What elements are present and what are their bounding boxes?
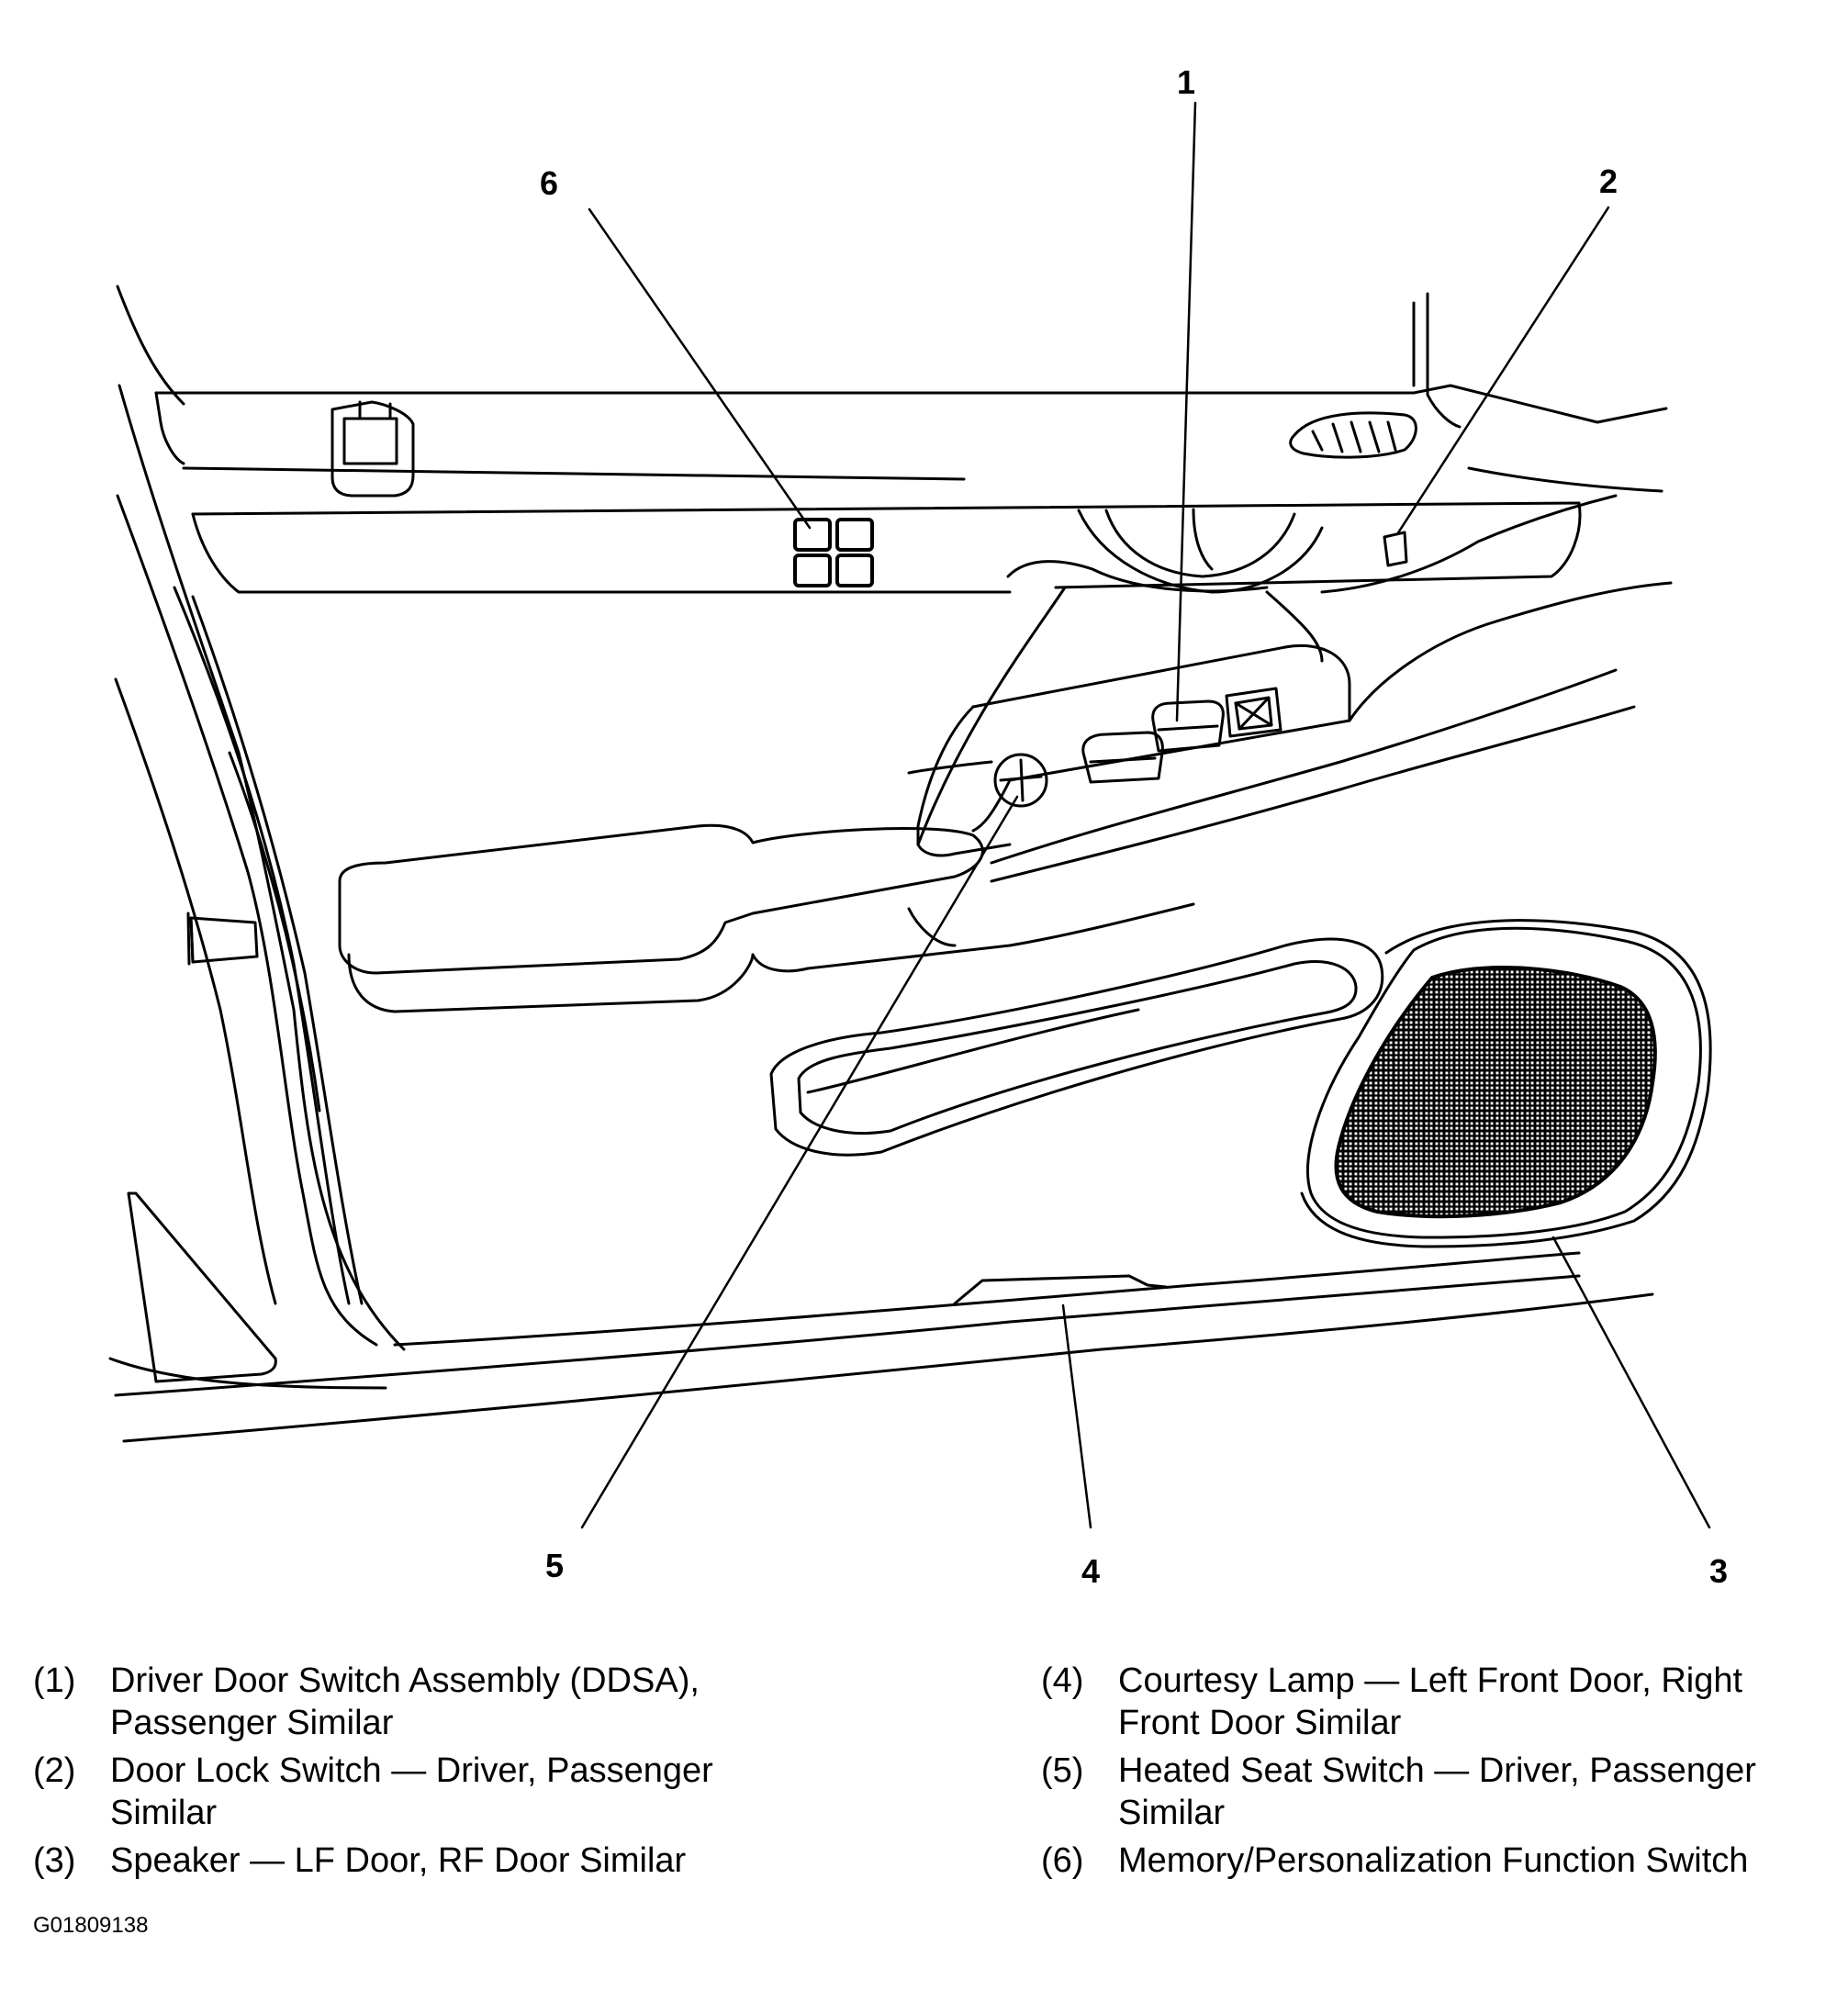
legend-num: (4) xyxy=(1041,1661,1084,1700)
legend-num: (3) xyxy=(33,1841,76,1880)
callout-1: 1 xyxy=(1177,63,1196,101)
map-pocket xyxy=(769,937,1384,1157)
callout-6: 6 xyxy=(540,164,559,202)
lower-door xyxy=(114,912,1654,1443)
legend-item-4: (4) Courtesy Lamp — Left Front Door, Rig… xyxy=(1041,1660,1794,1744)
legend-num: (1) xyxy=(33,1661,76,1700)
callout-5: 5 xyxy=(545,1547,565,1584)
legend-item-1: (1) Driver Door Switch Assembly (DDSA), … xyxy=(33,1660,786,1744)
legend-item-6: (6) Memory/Personalization Function Swit… xyxy=(1041,1840,1794,1882)
legend-text: Driver Door Switch Assembly (DDSA), Pass… xyxy=(110,1661,700,1742)
legend-num: (6) xyxy=(1041,1841,1084,1880)
legend-item-3: (3) Speaker — LF Door, RF Door Similar xyxy=(33,1840,786,1882)
legend-text: Memory/Personalization Function Switch xyxy=(1118,1841,1749,1880)
legend-right: (4) Courtesy Lamp — Left Front Door, Rig… xyxy=(1041,1660,1794,1887)
callout-3: 3 xyxy=(1709,1552,1729,1590)
armrest xyxy=(338,823,1195,1013)
handle-bezel xyxy=(916,494,1618,846)
upper-trim xyxy=(154,292,1668,594)
legend-text: Heated Seat Switch — Driver, Passenger S… xyxy=(1118,1751,1756,1832)
callout-4: 4 xyxy=(1081,1552,1101,1590)
callout-2: 2 xyxy=(1599,162,1618,200)
door-lock-switch xyxy=(1383,531,1408,567)
memory-switch xyxy=(793,518,874,587)
legend-text: Door Lock Switch — Driver, Passenger Sim… xyxy=(110,1751,713,1832)
switch-pod xyxy=(907,581,1673,883)
door-panel-diagram xyxy=(108,101,1712,1529)
legend-num: (2) xyxy=(33,1751,76,1790)
legend-text: Speaker — LF Door, RF Door Similar xyxy=(110,1841,687,1880)
legend-item-5: (5) Heated Seat Switch — Driver, Passeng… xyxy=(1041,1750,1794,1834)
legend-text: Courtesy Lamp — Left Front Door, Right F… xyxy=(1118,1661,1743,1742)
legend-left: (1) Driver Door Switch Assembly (DDSA), … xyxy=(33,1660,786,1887)
speaker xyxy=(1300,919,1712,1248)
figure-id: G01809138 xyxy=(33,1913,149,1938)
legend-num: (5) xyxy=(1041,1751,1084,1790)
legend-item-2: (2) Door Lock Switch — Driver, Passenger… xyxy=(33,1750,786,1834)
door-frame xyxy=(108,285,406,1390)
leader-lines xyxy=(580,101,1711,1529)
